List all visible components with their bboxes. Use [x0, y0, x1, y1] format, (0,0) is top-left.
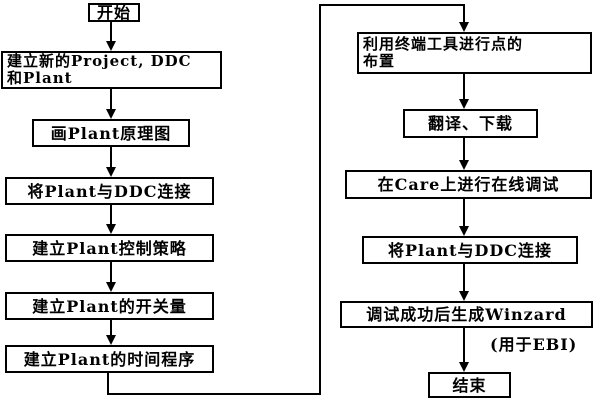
arrowhead-create-to-draw-icon — [106, 109, 116, 119]
node-control-strategy: 建立Plant控制策略 — [5, 234, 214, 262]
arrow-line-connect2-to-winzard — [463, 264, 465, 292]
arrowhead-winzard-to-end-icon — [459, 362, 469, 372]
node-create-project: 建立新的Project, DDC 和Plant — [1, 51, 222, 89]
arrow-line-draw-to-connect1 — [110, 147, 112, 168]
arrow-line-start-to-create — [110, 22, 112, 42]
connector-bottom-line — [107, 393, 321, 395]
connector-riser-line — [319, 4, 321, 395]
annotation-for-ebi: (用于EBI) — [490, 335, 578, 354]
arrow-line-switch-to-time — [110, 320, 112, 336]
arrowhead-draw-to-connect1-icon — [106, 167, 116, 177]
node-generate-winzard: 调试成功后生成Winzard — [340, 301, 593, 328]
node-connect-plant-ddc-2: 将Plant与DDC连接 — [362, 236, 578, 264]
arrow-line-care-to-connect2 — [463, 199, 465, 227]
arrowhead-care-to-connect2-icon — [459, 226, 469, 236]
node-end: 结束 — [428, 372, 511, 398]
arrowhead-connect2-to-winzard-icon — [459, 291, 469, 301]
arrowhead-translate-to-care-icon — [459, 160, 469, 170]
arrow-line-connector-to-terminal — [463, 4, 465, 23]
arrowhead-connector-to-terminal-icon — [459, 22, 469, 32]
arrowhead-strategy-to-switch-icon — [106, 282, 116, 292]
node-start: 开始 — [88, 3, 140, 22]
node-connect-plant-ddc-1: 将Plant与DDC连接 — [5, 177, 214, 205]
arrowhead-switch-to-time-icon — [106, 335, 116, 345]
node-time-program: 建立Plant的时间程序 — [5, 345, 214, 373]
arrowhead-connect1-to-strategy-icon — [106, 224, 116, 234]
node-switch-volume: 建立Plant的开关量 — [5, 292, 214, 320]
arrow-line-translate-to-care — [463, 138, 465, 161]
arrowhead-start-to-create-icon — [106, 41, 116, 51]
arrowhead-terminal-to-translate-icon — [459, 99, 469, 109]
connector-drop-line — [107, 373, 109, 395]
connector-top-line — [319, 4, 465, 6]
node-terminal-points: 利用终端工具进行点的 布置 — [357, 32, 592, 74]
node-translate-download: 翻译、下载 — [403, 109, 538, 138]
node-draw-plant: 画Plant原理图 — [32, 119, 190, 147]
arrow-line-winzard-to-end — [463, 328, 465, 363]
node-care-online-debug: 在Care上进行在线调试 — [345, 170, 592, 199]
arrow-line-create-to-draw — [110, 89, 112, 110]
arrow-line-strategy-to-switch — [110, 262, 112, 283]
arrow-line-terminal-to-translate — [463, 74, 465, 100]
arrow-line-connect1-to-strategy — [110, 205, 112, 225]
